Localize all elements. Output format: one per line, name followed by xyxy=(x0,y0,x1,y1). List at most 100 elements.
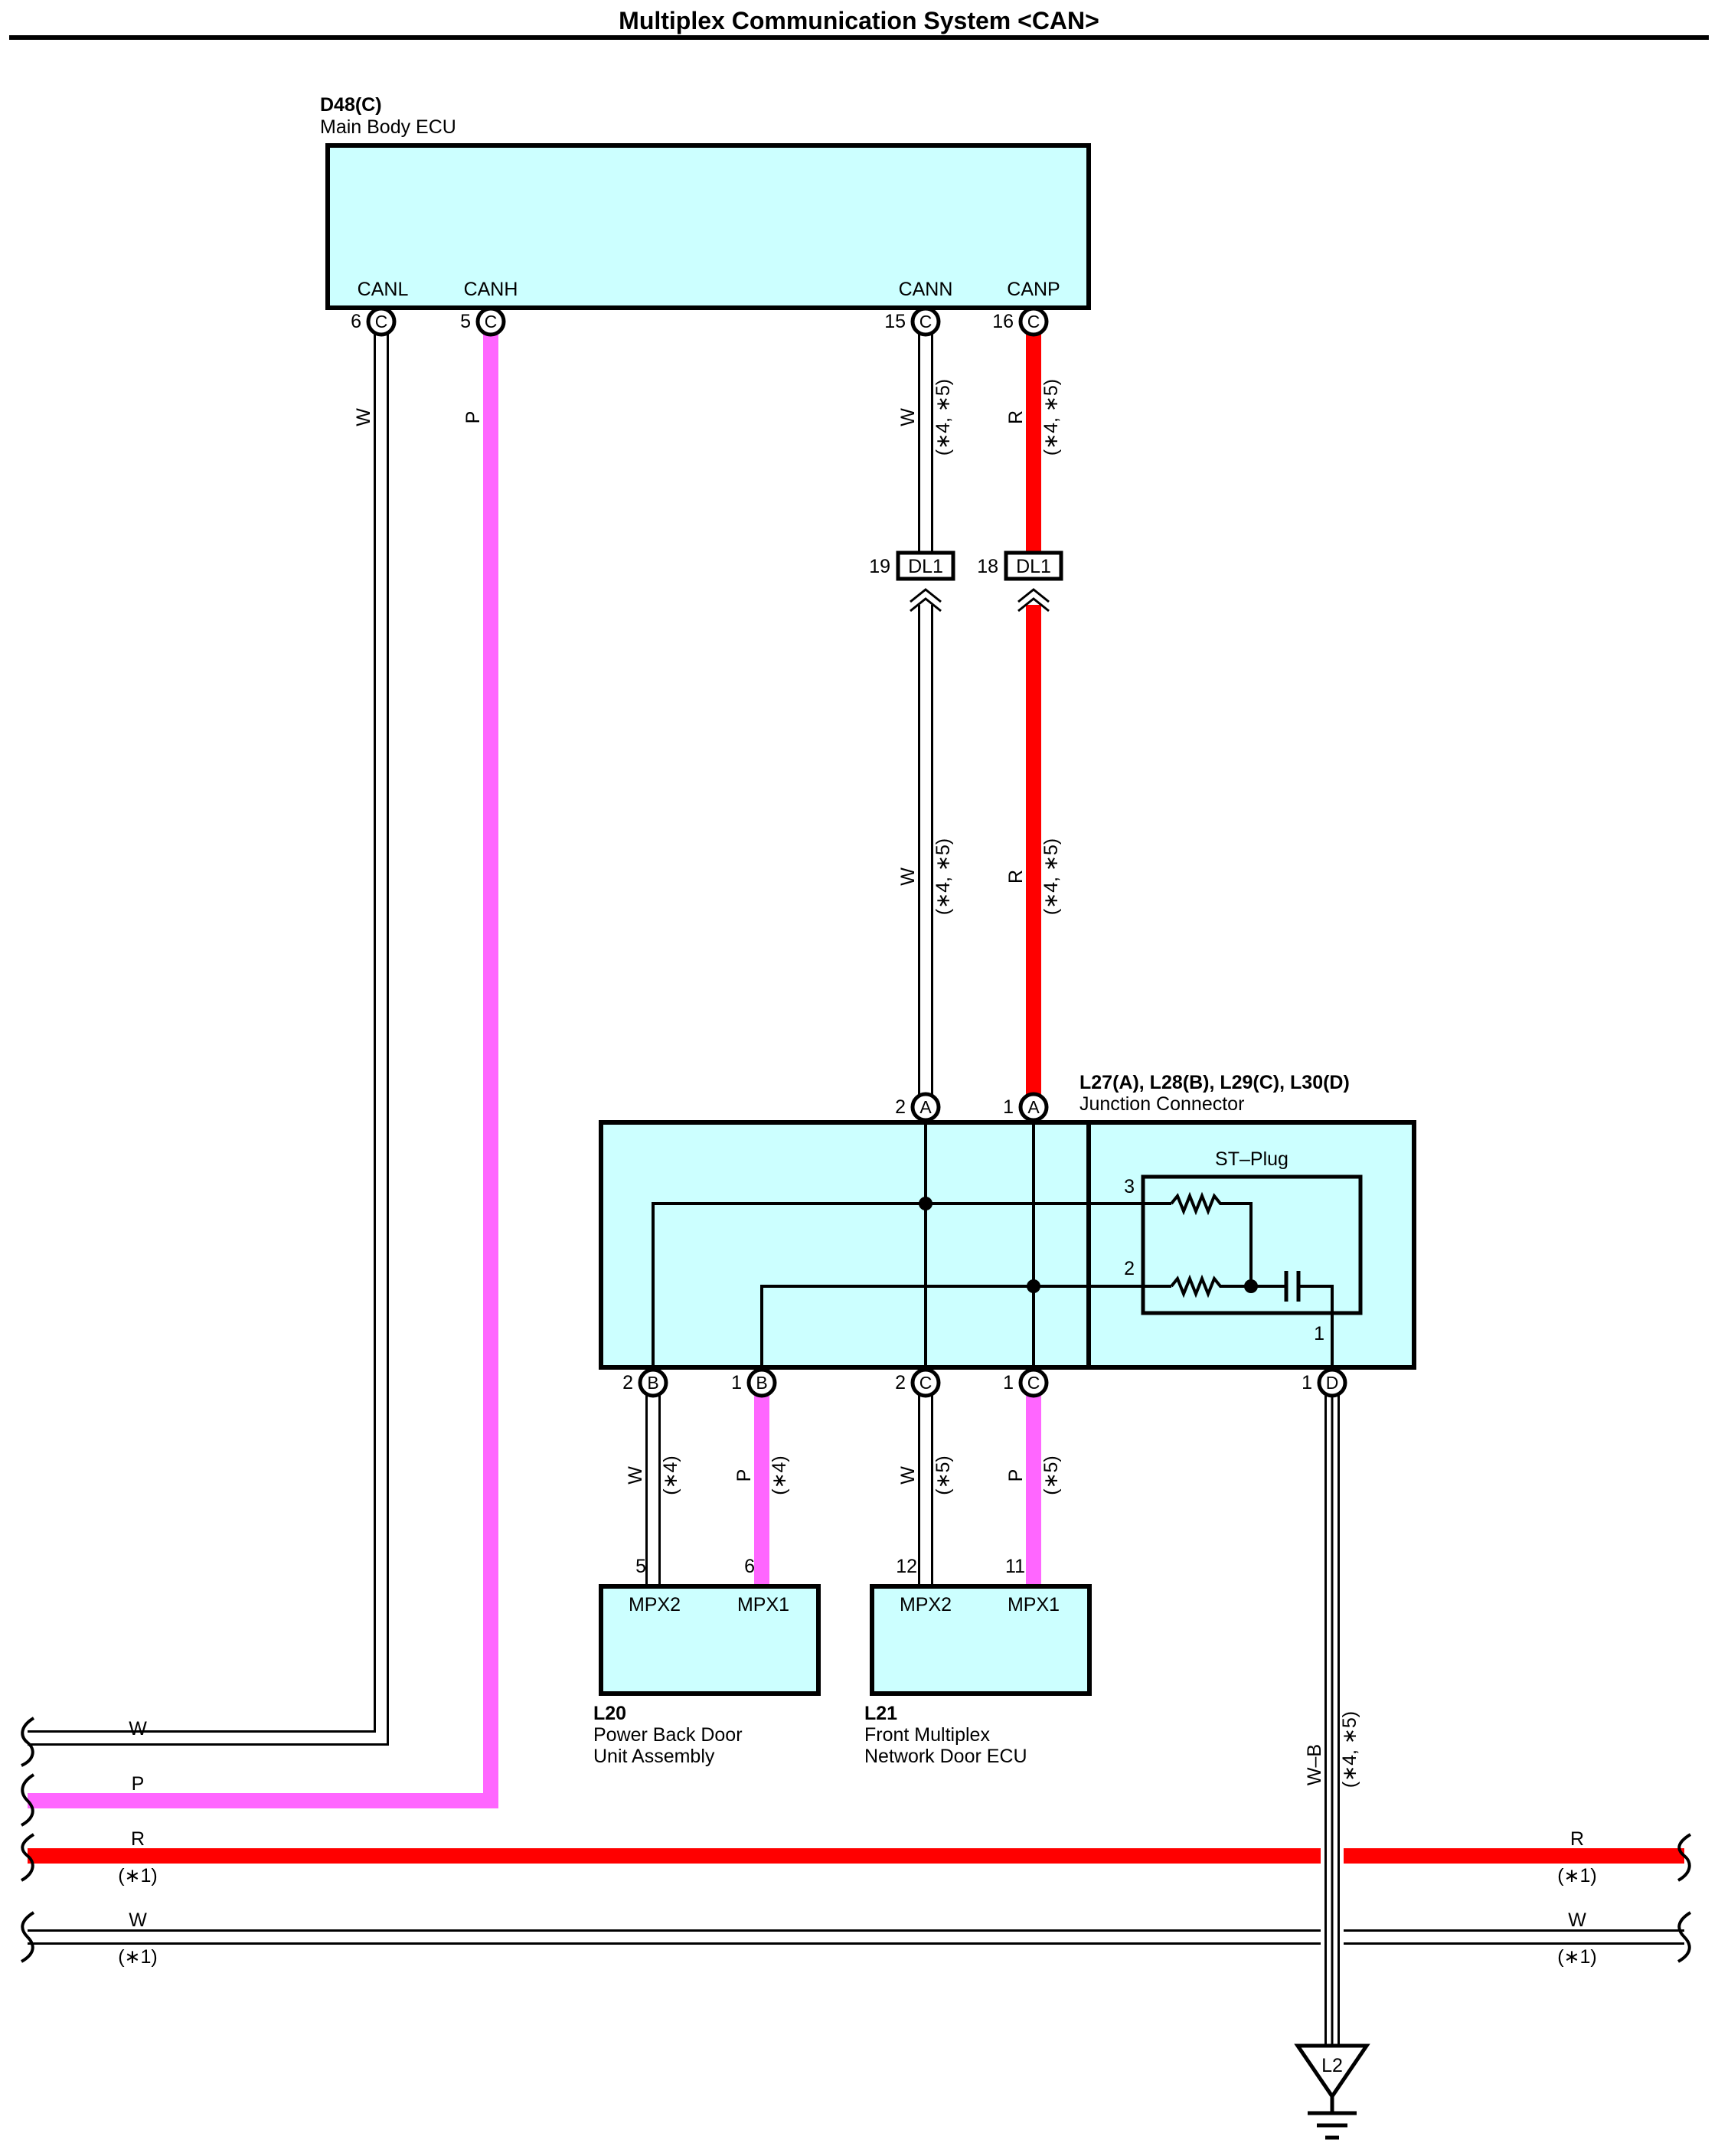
ground-label: L2 xyxy=(1321,2055,1343,2076)
junction-pin-a2-terminal xyxy=(910,1092,941,1122)
wire-note-l20-p: (∗4) xyxy=(769,1455,790,1495)
l21-pin-num-mpx2: 12 xyxy=(896,1556,917,1577)
st-plug-box xyxy=(1141,1174,1363,1315)
st-plug-pin2: 2 xyxy=(1124,1258,1135,1279)
splice-dot-r xyxy=(1027,1279,1040,1293)
l21-pin-label-mpx2: MPX2 xyxy=(900,1594,952,1615)
wire-label-canp-upper: R xyxy=(1005,410,1027,424)
bus-label-w-top: W xyxy=(129,1718,147,1740)
ecu-id: D48(C) xyxy=(320,94,382,116)
l20-pin-label-mpx2: MPX2 xyxy=(629,1594,681,1615)
dl1-label-r: DL1 xyxy=(1016,556,1051,577)
wire-note-ground: (∗4, ∗5) xyxy=(1339,1711,1360,1788)
junction-pin-b1-terminal xyxy=(746,1367,777,1398)
break-marks-left xyxy=(20,1717,35,1963)
ecu-pin-cann-num: 15 xyxy=(884,311,906,332)
wire-note-cann-lower: (∗4, ∗5) xyxy=(932,838,954,915)
ecu-pin-canh-conn: C xyxy=(485,312,498,332)
wire-label-l20-p: P xyxy=(733,1469,755,1482)
wire-note-l21-w: (∗5) xyxy=(932,1455,954,1495)
l21-name-line2: Network Door ECU xyxy=(864,1746,1027,1767)
junction-pin-c1-terminal xyxy=(1018,1367,1049,1398)
ecu-pin-canp-conn: C xyxy=(1027,312,1040,332)
junction-pin-b1-num: 1 xyxy=(731,1372,742,1393)
ecu-pin-label-cann: CANN xyxy=(899,279,953,300)
junction-pin-d1-conn: D xyxy=(1326,1373,1339,1393)
bus-label-w-left: W xyxy=(129,1909,147,1931)
wire-label-l21-p: P xyxy=(1005,1469,1027,1482)
l20-id: L20 xyxy=(593,1703,626,1724)
st-plug-pin1: 1 xyxy=(1314,1323,1324,1344)
bus-label-r-left: R xyxy=(131,1828,145,1850)
l20-pin-label-mpx1: MPX1 xyxy=(737,1594,789,1615)
ecu-pin-cann-terminal xyxy=(910,306,941,337)
l20-box xyxy=(599,1584,821,1696)
ecu-pin-cann-conn: C xyxy=(919,312,932,332)
junction-name: Junction Connector xyxy=(1079,1093,1244,1115)
ecu-pin-canl-conn: C xyxy=(375,312,388,332)
ecu-pin-canh-terminal xyxy=(475,306,506,337)
break-marks-right xyxy=(1677,1833,1692,1963)
l20-pin-num-mpx2: 5 xyxy=(635,1556,646,1577)
ecu-pin-canl-terminal xyxy=(366,306,397,337)
splice-dot-w xyxy=(919,1197,932,1210)
l21-pin-label-mpx1: MPX1 xyxy=(1008,1594,1060,1615)
junction-pin-d1-num: 1 xyxy=(1302,1372,1312,1393)
wire-note-canp-upper: (∗4, ∗5) xyxy=(1040,379,1062,456)
dl1-connector-r xyxy=(1004,550,1063,612)
wire-note-cann-upper: (∗4, ∗5) xyxy=(932,379,954,456)
junction-pin-a1-terminal xyxy=(1018,1092,1049,1122)
dl1-pin-w: 19 xyxy=(869,556,890,577)
wire-note-l21-p: (∗5) xyxy=(1040,1455,1062,1495)
junction-pin-a2-num: 2 xyxy=(895,1096,906,1118)
page-title: Multiplex Communication System <CAN> xyxy=(619,7,1099,34)
st-plug-resistor-lower xyxy=(1170,1274,1285,1298)
wire-canh xyxy=(28,322,498,1808)
junction-pin-a1-num: 1 xyxy=(1003,1096,1014,1118)
st-plug-node xyxy=(1244,1279,1258,1293)
wire-label-canp-lower: R xyxy=(1005,870,1027,884)
junction-pin-a2-conn: A xyxy=(919,1097,932,1117)
junction-pin-d1-terminal xyxy=(1317,1367,1347,1398)
l20-name-line2: Unit Assembly xyxy=(593,1746,715,1767)
wire-canl xyxy=(28,322,389,1746)
junction-pin-c2-conn: C xyxy=(919,1373,932,1393)
ecu-pin-canh-num: 5 xyxy=(460,311,471,332)
ecu-name: Main Body ECU xyxy=(320,116,456,138)
ecu-pin-canp-num: 16 xyxy=(992,311,1014,332)
wire-label-canl: W xyxy=(353,408,374,426)
l21-box xyxy=(870,1584,1092,1696)
ecu-pin-label-canp: CANP xyxy=(1007,279,1060,300)
junction-pin-c2-num: 2 xyxy=(895,1372,906,1393)
st-plug-pin3: 3 xyxy=(1124,1176,1135,1197)
ground-symbol xyxy=(1294,2043,1370,2140)
bus-note-w-left: (∗1) xyxy=(118,1946,158,1968)
junction-pin-c1-conn: C xyxy=(1027,1373,1040,1393)
bus-note-r-right: (∗1) xyxy=(1557,1865,1597,1886)
dl1-connector-w xyxy=(896,550,955,612)
st-plug-resistor-upper xyxy=(1170,1191,1253,1286)
wire-label-l21-w: W xyxy=(897,1466,919,1485)
ecu-pin-label-canh: CANH xyxy=(464,279,518,300)
l21-pin-num-mpx1: 11 xyxy=(1005,1556,1025,1577)
junction-pin-c1-num: 1 xyxy=(1003,1372,1014,1393)
st-plug-capacitor xyxy=(1284,1271,1332,1302)
junction-box xyxy=(599,1120,1416,1370)
bus-note-w-right: (∗1) xyxy=(1557,1946,1597,1968)
bus-label-p: P xyxy=(132,1773,145,1795)
junction-pin-b1-conn: B xyxy=(756,1373,767,1393)
junction-pin-b2-num: 2 xyxy=(622,1372,633,1393)
ecu-pin-canl-num: 6 xyxy=(351,311,361,332)
dl1-label-w: DL1 xyxy=(908,556,943,577)
l21-id: L21 xyxy=(864,1703,897,1724)
junction-pin-c2-terminal xyxy=(910,1367,941,1398)
wire-label-ground: W–B xyxy=(1304,1744,1325,1785)
junction-pin-a1-conn: A xyxy=(1027,1097,1040,1117)
wire-label-l20-w: W xyxy=(625,1466,646,1485)
wire-note-l20-w: (∗4) xyxy=(660,1455,681,1495)
title-rule xyxy=(9,35,1709,40)
st-plug-label: ST–Plug xyxy=(1215,1148,1288,1170)
bus-label-r-right: R xyxy=(1570,1828,1584,1850)
junction-pin-b2-conn: B xyxy=(647,1373,658,1393)
